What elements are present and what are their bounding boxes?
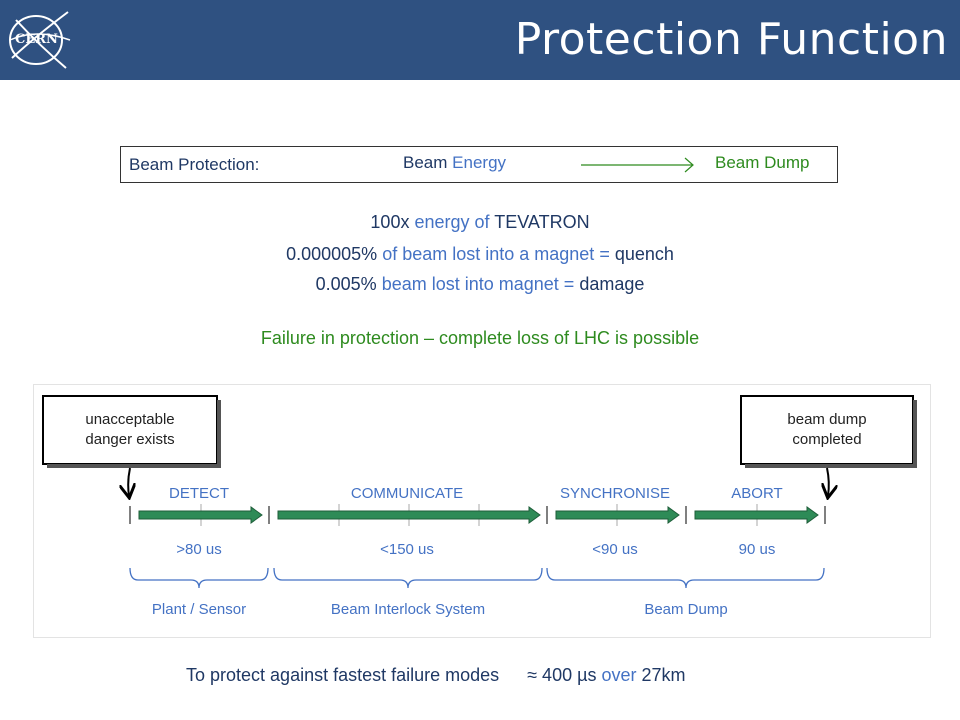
fact-line-2: 0.000005% of beam lost into a magnet = q… bbox=[286, 244, 674, 264]
group-braces bbox=[129, 567, 825, 589]
brace-plant bbox=[129, 567, 269, 589]
group-beam-dump: Beam Dump bbox=[644, 601, 727, 618]
group-beam-interlock: Beam Interlock System bbox=[331, 601, 485, 618]
stage-synchronise: SYNCHRONISE bbox=[560, 485, 670, 502]
protection-timeline-diagram: unacceptable danger exists beam dump com… bbox=[33, 384, 931, 638]
stage-arrows bbox=[138, 506, 819, 524]
arrow-synchronise bbox=[555, 506, 680, 524]
group-plant-sensor: Plant / Sensor bbox=[152, 601, 246, 618]
stage-detect: DETECT bbox=[169, 485, 229, 502]
beam-protection-box: Beam Protection: Beam Energy Beam Dump bbox=[120, 146, 838, 183]
arrow-communicate bbox=[277, 506, 541, 524]
beam-protection-label: Beam Protection: bbox=[129, 155, 260, 174]
fact-line-3: 0.005% beam lost into magnet = damage bbox=[315, 274, 645, 294]
start-callout: unacceptable danger exists bbox=[42, 395, 221, 496]
start-callout-line1: unacceptable bbox=[85, 411, 174, 428]
time-abort: 90 us bbox=[739, 541, 776, 558]
end-callout: beam dump completed bbox=[740, 395, 917, 496]
brace-interlock bbox=[273, 567, 543, 589]
cern-logo-text: CERN bbox=[15, 32, 58, 47]
cern-logo: CERN bbox=[9, 11, 71, 69]
arrow-abort bbox=[694, 506, 819, 524]
stage-communicate: COMMUNICATE bbox=[351, 485, 463, 502]
brace-dump bbox=[546, 567, 825, 589]
header-bar: CERN Protection Function bbox=[0, 0, 960, 80]
stage-abort: ABORT bbox=[731, 485, 782, 502]
start-callout-line2: danger exists bbox=[85, 431, 174, 448]
end-callout-line1: beam dump bbox=[787, 411, 866, 428]
beam-energy-label: Beam Energy bbox=[403, 153, 507, 172]
fact-line-1: 100x energy of TEVATRON bbox=[370, 212, 590, 232]
beam-dump-label: Beam Dump bbox=[715, 153, 810, 172]
time-detect: >80 us bbox=[176, 541, 221, 558]
footer-statement: To protect against fastest failure modes… bbox=[186, 665, 686, 685]
arrow-detect bbox=[138, 506, 263, 524]
failure-statement: Failure in protection – complete loss of… bbox=[260, 328, 700, 348]
end-callout-line2: completed bbox=[792, 431, 861, 448]
page-title: Protection Function bbox=[514, 14, 948, 65]
time-communicate: <150 us bbox=[380, 541, 434, 558]
time-synchronise: <90 us bbox=[592, 541, 637, 558]
arrow-right-icon bbox=[581, 157, 694, 173]
stage-separators bbox=[129, 506, 826, 524]
